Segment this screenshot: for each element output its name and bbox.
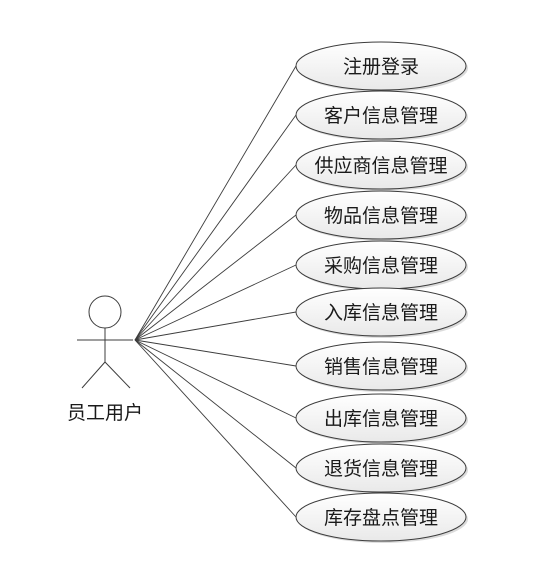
association-line-uc-purchase <box>134 264 297 341</box>
use-case-ellipse <box>295 443 467 493</box>
use-case-uc-goods: 物品信息管理 <box>295 190 468 241</box>
use-case-ellipse <box>295 341 467 391</box>
use-case-uc-supplier: 供应商信息管理 <box>295 140 468 191</box>
use-case-uc-stock-out: 出库信息管理 <box>295 393 468 444</box>
use-case-uc-sales: 销售信息管理 <box>295 341 468 392</box>
association-line-uc-inventory <box>134 339 297 518</box>
use-case-ellipse <box>295 140 467 190</box>
use-case-label: 出库信息管理 <box>324 408 438 430</box>
use-case-ellipse <box>295 393 467 443</box>
use-case-ellipse <box>295 190 467 240</box>
use-case-label: 入库信息管理 <box>324 302 438 324</box>
actor-employee-user: 员工用户 <box>67 295 143 424</box>
use-case-uc-register-login: 注册登录 <box>295 41 468 92</box>
use-case-label: 采购信息管理 <box>324 255 438 277</box>
use-case-label: 销售信息管理 <box>324 356 438 378</box>
use-case-uc-inventory: 库存盘点管理 <box>295 492 468 543</box>
actor-right-leg <box>104 361 131 389</box>
use-case-label: 物品信息管理 <box>324 205 438 227</box>
use-case-ellipse <box>295 41 467 91</box>
association-line-uc-stock-out <box>134 339 297 419</box>
actor-label: 员工用户 <box>67 402 143 424</box>
use-case-list: 注册登录客户信息管理供应商信息管理物品信息管理采购信息管理入库信息管理销售信息管… <box>295 41 468 543</box>
use-case-label: 退货信息管理 <box>324 458 438 480</box>
use-case-ellipse <box>295 492 467 542</box>
actor-left-leg <box>81 361 106 389</box>
use-case-uc-purchase: 采购信息管理 <box>295 240 468 291</box>
use-case-uc-return: 退货信息管理 <box>295 443 468 494</box>
association-line-uc-goods <box>134 214 297 341</box>
association-lines <box>134 65 297 518</box>
use-case-ellipse <box>295 287 467 337</box>
use-case-label: 供应商信息管理 <box>314 155 447 177</box>
association-line-uc-sales <box>134 339 297 367</box>
association-line-uc-stock-in <box>134 311 297 341</box>
association-line-uc-supplier <box>134 164 297 341</box>
actor-head <box>88 295 122 329</box>
use-case-ellipse <box>295 90 467 140</box>
use-case-label: 库存盘点管理 <box>324 507 438 529</box>
use-case-uc-customer: 客户信息管理 <box>295 90 468 141</box>
association-line-uc-customer <box>134 114 297 341</box>
association-line-uc-register-login <box>134 65 297 341</box>
use-case-label: 客户信息管理 <box>324 105 438 127</box>
association-line-uc-return <box>134 339 297 469</box>
use-case-uc-stock-in: 入库信息管理 <box>295 287 468 338</box>
use-case-label: 注册登录 <box>343 56 419 78</box>
